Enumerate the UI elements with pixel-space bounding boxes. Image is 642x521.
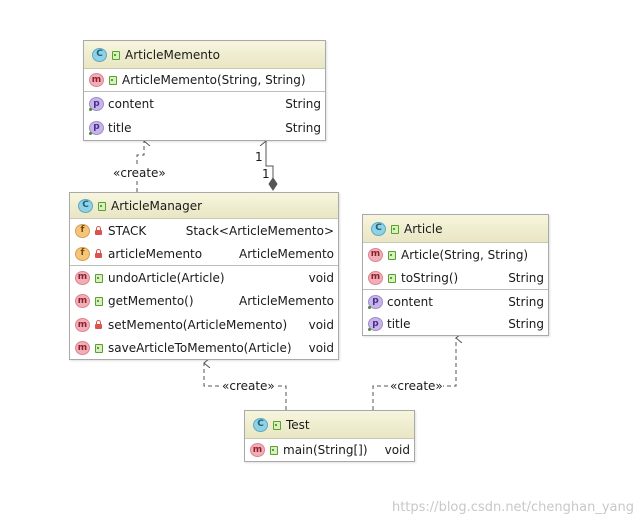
method-row[interactable]: m toString() String [363,266,548,289]
public-icon [387,250,396,260]
member-type: String [285,97,321,111]
class-test[interactable]: C Test m main(String[]) void [244,410,415,462]
member-name: content [387,294,433,309]
field-icon: f [75,223,90,238]
public-icon [269,445,278,455]
visibility-dot-icon [368,305,371,309]
field-row[interactable]: p content String [363,289,548,313]
method-icon: m [75,341,90,355]
member-type: Stack<ArticleMemento> [185,223,334,238]
multiplicity-top: 1 [255,150,263,164]
public-icon [111,50,120,60]
method-row[interactable]: m getMemento() ArticleMemento [70,289,338,313]
create-dependency-manager-memento-path [136,141,144,192]
member-type: void [308,270,334,285]
member-name: setMemento(ArticleMemento) [108,318,288,332]
class-header: C ArticleManager [70,193,338,219]
multiplicity-bottom: 1 [262,167,270,181]
member-name: articleMemento [108,246,203,261]
class-icon: C [92,47,107,62]
class-name: Test [286,417,310,432]
member-name: title [387,317,411,331]
method-row[interactable]: m saveArticleToMemento(Article) void [70,337,338,359]
property-icon: p [89,97,104,111]
member-name: toString() [401,270,459,285]
member-name: ArticleMemento(String, String) [122,73,306,87]
visibility-dot-icon [89,108,92,111]
member-type: String [508,294,544,309]
public-icon [94,343,103,353]
member-name: main(String[]) [283,443,368,457]
method-icon: m [368,270,383,285]
class-article[interactable]: C Article m Article(String, String) m to… [362,214,549,336]
method-row[interactable]: m setMemento(ArticleMemento) void [70,313,338,337]
method-icon: m [368,247,383,262]
member-type: ArticleMemento [239,246,334,261]
watermark: https://blog.csdn.net/chenghan_yang [391,500,634,515]
private-lock-icon [94,248,103,259]
public-icon [108,75,117,85]
method-row[interactable]: m undoArticle(Article) void [70,265,338,289]
member-name: undoArticle(Article) [108,270,225,285]
method-icon: m [89,73,104,87]
field-icon: f [75,246,90,261]
composition-diamond [268,177,278,191]
field-row[interactable]: f STACK Stack<ArticleMemento> [70,219,338,242]
field-row[interactable]: f articleMemento ArticleMemento [70,242,338,265]
method-row[interactable]: m main(String[]) void [245,439,414,461]
member-type: ArticleMemento [239,294,334,308]
class-icon: C [371,221,386,236]
property-icon: p [368,294,383,309]
member-type: void [384,443,410,457]
public-icon [390,224,399,234]
public-icon [97,201,106,211]
private-lock-icon [94,320,103,330]
class-header: C ArticleMemento [84,41,325,69]
member-type: void [308,341,334,355]
method-icon: m [75,270,90,285]
public-icon [272,420,281,430]
create-label-test-manager: «create» [222,379,275,393]
member-name: Article(String, String) [401,247,529,262]
field-row[interactable]: p title String [84,116,325,139]
class-icon: C [78,198,93,213]
property-icon: p [89,120,104,135]
private-lock-icon [94,225,103,236]
class-article-memento[interactable]: C ArticleMemento m ArticleMemento(String… [83,40,326,141]
create-label-manager-memento: «create» [113,166,166,180]
property-icon: p [368,317,383,331]
public-icon [387,273,396,283]
member-name: saveArticleToMemento(Article) [108,341,292,355]
visibility-dot-icon [89,131,92,135]
class-name: Article [404,221,443,236]
member-type: String [508,270,544,285]
method-icon: m [75,294,90,308]
class-name: ArticleMemento [125,47,220,62]
class-article-manager[interactable]: C ArticleManager f STACK Stack<ArticleMe… [69,192,339,360]
method-icon: m [75,318,90,332]
public-icon [94,273,103,283]
member-name: title [108,120,132,135]
member-type: String [285,120,321,135]
member-type: String [508,317,544,331]
class-icon: C [253,417,268,432]
composition-line [266,141,274,178]
member-name: getMemento() [108,294,194,308]
create-dependency-test-article [372,338,456,410]
method-icon: m [250,443,265,457]
field-row[interactable]: p content String [84,91,325,116]
create-label-test-article: «create» [390,379,443,393]
constructor-row[interactable]: m ArticleMemento(String, String) [84,69,325,91]
visibility-dot-icon [368,328,371,331]
constructor-row[interactable]: m Article(String, String) [363,243,548,266]
class-name: ArticleManager [111,198,203,213]
member-name: STACK [108,223,147,238]
field-row[interactable]: p title String [363,313,548,335]
member-type: void [308,318,334,332]
class-header: C Test [245,411,414,439]
public-icon [94,296,103,306]
member-name: content [108,97,154,111]
class-header: C Article [363,215,548,243]
